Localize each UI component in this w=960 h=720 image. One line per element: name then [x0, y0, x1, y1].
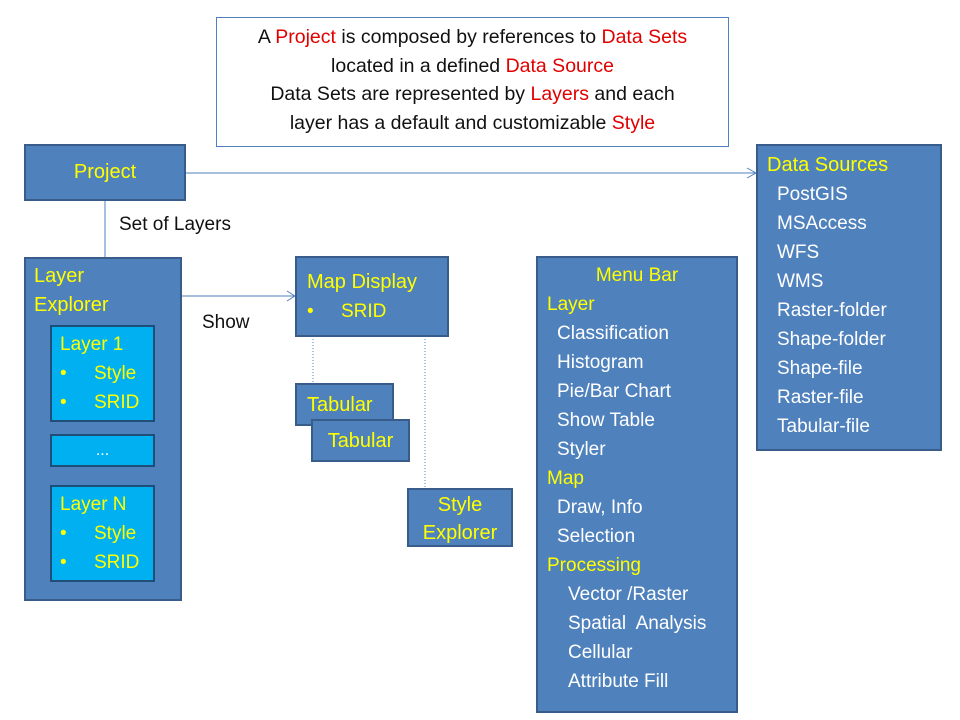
- menu-bar-title: Menu Bar: [595, 265, 679, 286]
- layer-1-style-item: •Style: [60, 363, 137, 384]
- project-title: Project: [73, 161, 137, 183]
- menu-item-classification[interactable]: Classification: [557, 323, 669, 344]
- style-explorer-box[interactable]: Style Explorer: [407, 488, 513, 547]
- note-line-4: layer has a default and customizable Sty…: [289, 111, 656, 134]
- menu-section-layer: Layer: [547, 294, 595, 315]
- data-sources-box[interactable]: Data Sources PostGIS MSAccess WFS WMS Ra…: [756, 144, 942, 451]
- menu-bar-box[interactable]: Menu Bar Layer Classification Histogram …: [536, 256, 738, 713]
- layer-1-srid-item: •SRID: [60, 392, 140, 413]
- set-of-layers-label: Set of Layers: [119, 214, 231, 235]
- layer-1-title: Layer 1: [60, 334, 124, 355]
- layer-1-box[interactable]: Layer 1 •Style •SRID: [50, 325, 155, 422]
- menu-section-processing: Processing: [547, 555, 641, 576]
- note-line-3: Data Sets are represented by Layers and …: [270, 83, 675, 105]
- data-source-tabular-file[interactable]: Tabular-file: [777, 416, 870, 437]
- show-label: Show: [202, 312, 250, 333]
- menu-item-selection[interactable]: Selection: [557, 526, 636, 547]
- layer-n-title: Layer N: [60, 494, 127, 515]
- data-source-shape-file[interactable]: Shape-file: [777, 358, 863, 379]
- data-source-msaccess[interactable]: MSAccess: [777, 213, 867, 234]
- data-source-postgis[interactable]: PostGIS: [777, 184, 848, 205]
- tabular-box-2[interactable]: Tabular: [311, 419, 410, 462]
- note-line-1: A Project is composed by references to D…: [257, 26, 688, 48]
- menu-item-styler[interactable]: Styler: [557, 439, 606, 460]
- menu-item-histogram[interactable]: Histogram: [557, 352, 644, 373]
- menu-item-draw-info[interactable]: Draw, Info: [557, 497, 643, 518]
- layer-n-box[interactable]: Layer N •Style •SRID: [50, 485, 155, 582]
- description-note: A Project is composed by references to D…: [216, 17, 729, 147]
- project-box[interactable]: Project: [24, 144, 186, 201]
- data-sources-title: Data Sources: [767, 154, 889, 176]
- menu-item-pie-bar-chart[interactable]: Pie/Bar Chart: [557, 381, 672, 402]
- layer-n-style-item: •Style: [60, 523, 137, 544]
- menu-item-vector-raster[interactable]: Vector /Raster: [568, 584, 689, 605]
- data-source-wfs[interactable]: WFS: [777, 242, 820, 263]
- style-explorer-line1: Style: [437, 494, 483, 516]
- map-display-box[interactable]: Map Display •SRID: [295, 256, 449, 337]
- map-display-title: Map Display: [307, 271, 418, 293]
- map-display-srid-item: •SRID: [307, 301, 387, 322]
- data-source-raster-folder[interactable]: Raster-folder: [777, 300, 887, 321]
- menu-section-map: Map: [547, 468, 584, 489]
- menu-item-show-table[interactable]: Show Table: [557, 410, 655, 431]
- tabular-1-label: Tabular: [307, 394, 373, 416]
- tabular-box-1[interactable]: Tabular: [295, 383, 394, 426]
- data-source-shape-folder[interactable]: Shape-folder: [777, 329, 886, 350]
- menu-item-attribute-fill[interactable]: Attribute Fill: [568, 671, 669, 692]
- layer-explorer-title: Layer Explorer: [34, 265, 109, 316]
- menu-item-spatial-analysis[interactable]: Spatial Analysis: [568, 613, 707, 634]
- layer-ellipsis-box[interactable]: ...: [50, 434, 155, 467]
- note-line-2: located in a defined Data Source: [331, 54, 614, 77]
- ellipsis-text: ...: [95, 442, 110, 459]
- data-source-raster-file[interactable]: Raster-file: [777, 387, 864, 408]
- data-source-wms[interactable]: WMS: [777, 271, 824, 292]
- style-explorer-line2: Explorer: [422, 522, 498, 544]
- layer-n-srid-item: •SRID: [60, 552, 140, 573]
- menu-item-cellular[interactable]: Cellular: [568, 642, 633, 663]
- tabular-2-label: Tabular: [327, 430, 394, 452]
